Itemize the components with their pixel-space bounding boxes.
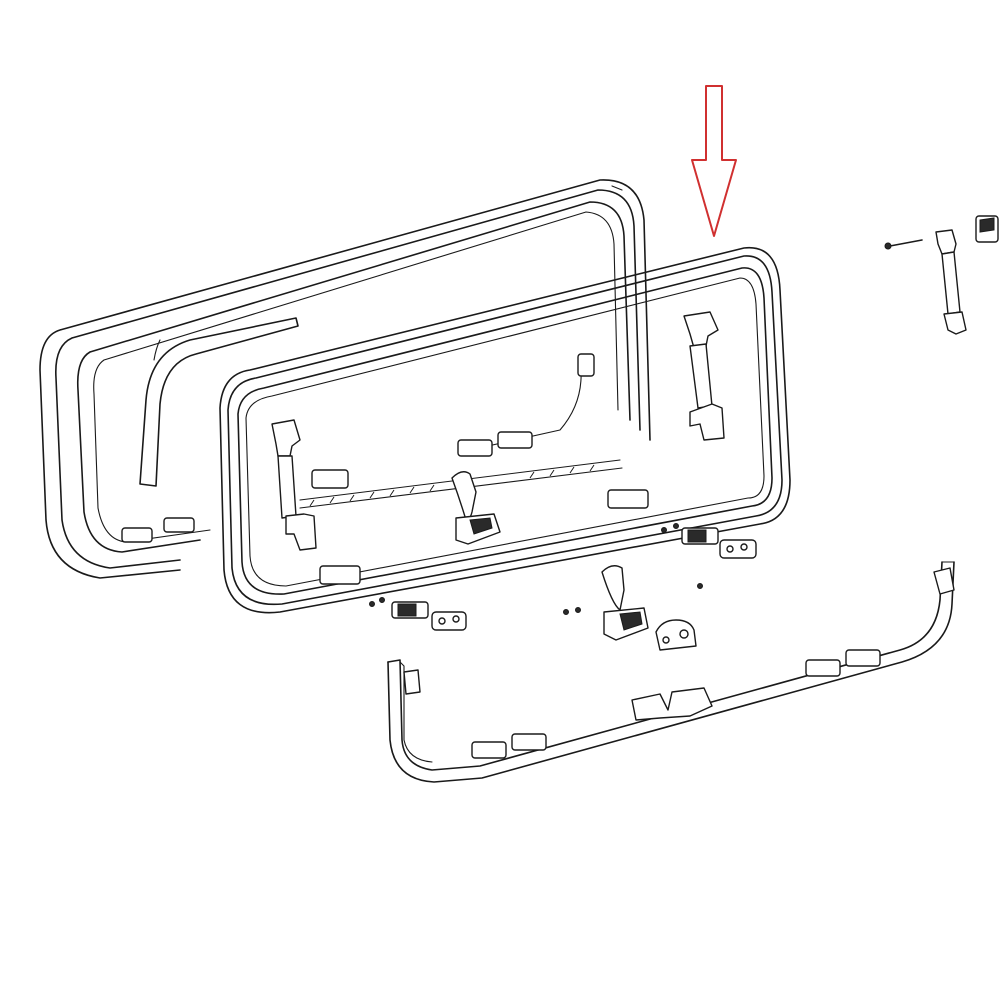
loose-latch-handle xyxy=(601,565,697,651)
central-latch-handle xyxy=(451,471,501,545)
stay-arm-right xyxy=(683,311,725,441)
outer-window-frame xyxy=(39,179,651,579)
bottom-hinge-rail xyxy=(387,561,955,783)
frame-seal-strip xyxy=(139,317,299,487)
highlight-arrow xyxy=(691,85,737,237)
loose-stay-arm xyxy=(935,229,967,335)
stay-arm-left xyxy=(271,419,317,551)
screws xyxy=(369,239,923,615)
clip-parts xyxy=(121,215,999,631)
